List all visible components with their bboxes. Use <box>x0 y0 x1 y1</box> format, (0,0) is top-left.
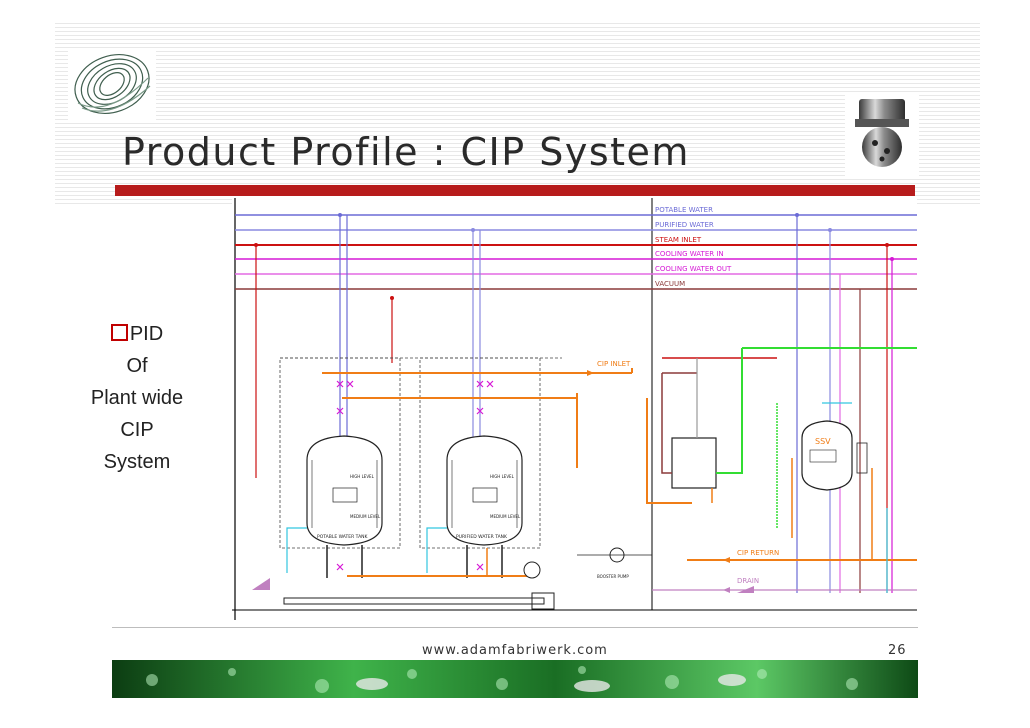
label-drain: DRAIN <box>737 577 759 585</box>
pid-diagram: POTABLE WATER PURIFIED WATER STEAM INLET… <box>232 198 917 620</box>
label-steam-inlet: STEAM INLET <box>655 236 702 244</box>
heat-exchanger <box>671 437 717 489</box>
svg-text:BOOSTER PUMP: BOOSTER PUMP <box>597 574 629 579</box>
svg-text:HIGH LEVEL: HIGH LEVEL <box>490 474 515 479</box>
company-logo <box>68 48 156 120</box>
label-potable-water: POTABLE WATER <box>655 206 713 214</box>
bullet-line-5: System <box>103 451 171 473</box>
cip-spray-nozzle-image <box>845 93 919 177</box>
footer-divider <box>112 627 918 628</box>
svg-text:HIGH LEVEL: HIGH LEVEL <box>350 474 375 479</box>
svg-text:PURIFIED WATER TANK: PURIFIED WATER TANK <box>456 534 508 540</box>
bullet-line-4: CIP <box>120 419 154 441</box>
decorative-footer-band <box>112 660 918 698</box>
bullet-line-3: Plant wide <box>90 387 184 409</box>
label-vacuum: VACUUM <box>655 280 685 288</box>
slide-title: Product Profile : CIP System <box>122 130 690 174</box>
svg-text:POTABLE WATER TANK: POTABLE WATER TANK <box>317 534 369 540</box>
square-bullet-icon <box>110 324 128 341</box>
bullet-line-2: Of <box>126 355 148 377</box>
potable-water-tank: POTABLE WATER TANK HIGH LEVEL MEDIUM LEV… <box>306 435 383 578</box>
label-cooling-water-in: COOLING WATER IN <box>655 250 724 258</box>
bullet-line-1: PID <box>78 318 196 350</box>
purified-water-tank: PURIFIED WATER TANK HIGH LEVEL MEDIUM LE… <box>446 435 523 578</box>
label-cip-return: CIP RETURN <box>737 549 779 557</box>
svg-text:SSV: SSV <box>815 437 831 446</box>
bullet-text-block: PID Of Plant wide CIP System <box>78 318 196 478</box>
page-number: 26 <box>888 643 907 658</box>
label-cip-inlet: CIP INLET <box>597 360 631 368</box>
header-stripes <box>55 20 980 205</box>
title-underline-bar <box>115 185 915 196</box>
label-cooling-water-out: COOLING WATER OUT <box>655 265 732 273</box>
ssv-vessel: SSV <box>801 420 853 491</box>
footer-website: www.adamfabriwerk.com <box>422 643 608 658</box>
svg-text:MEDIUM LEVEL: MEDIUM LEVEL <box>350 514 381 519</box>
label-purified-water: PURIFIED WATER <box>655 221 714 229</box>
svg-text:MEDIUM LEVEL: MEDIUM LEVEL <box>490 514 521 519</box>
